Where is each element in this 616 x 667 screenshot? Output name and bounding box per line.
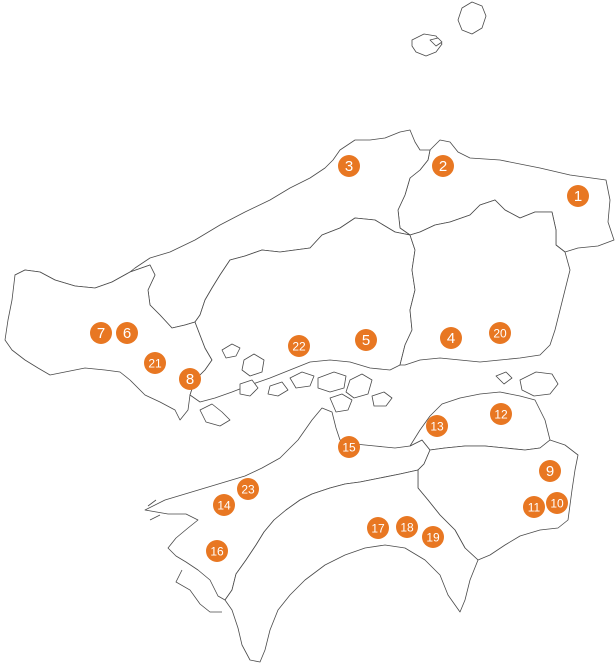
marker-label: 12 bbox=[494, 408, 508, 422]
map-marker-18[interactable]: 18 bbox=[396, 516, 418, 538]
map-marker-5[interactable]: 5 bbox=[355, 329, 377, 351]
marker-circle bbox=[213, 494, 235, 516]
island-11 bbox=[495, 371, 513, 385]
map-marker-14[interactable]: 14 bbox=[213, 494, 235, 516]
map-marker-15[interactable]: 15 bbox=[338, 436, 360, 458]
marker-circle bbox=[567, 185, 589, 207]
marker-label: 6 bbox=[123, 325, 131, 342]
marker-label: 7 bbox=[97, 325, 105, 342]
marker-circle bbox=[539, 460, 561, 482]
map-marker-23[interactable]: 23 bbox=[237, 478, 259, 500]
island-4 bbox=[199, 403, 231, 427]
marker-label: 17 bbox=[371, 522, 385, 536]
marker-circle bbox=[288, 335, 310, 357]
marker-label: 4 bbox=[447, 330, 455, 347]
marker-label: 14 bbox=[217, 499, 231, 513]
map-marker-20[interactable]: 20 bbox=[489, 322, 511, 344]
map-marker-16[interactable]: 16 bbox=[206, 540, 228, 562]
island-12 bbox=[267, 381, 289, 397]
island-1 bbox=[221, 343, 241, 359]
island-8 bbox=[329, 393, 353, 413]
marker-circle bbox=[422, 526, 444, 548]
marker-circle bbox=[546, 492, 568, 514]
marker-circle bbox=[116, 322, 138, 344]
marker-label: 23 bbox=[241, 483, 255, 497]
marker-label: 2 bbox=[439, 158, 447, 175]
island-2 bbox=[241, 353, 265, 377]
map-marker-3[interactable]: 3 bbox=[338, 155, 360, 177]
map-marker-7[interactable]: 7 bbox=[90, 322, 112, 344]
marker-label: 11 bbox=[528, 501, 541, 515]
marker-label: 16 bbox=[210, 545, 224, 559]
map-marker-11[interactable]: 11 bbox=[523, 496, 545, 518]
marker-label: 15 bbox=[342, 441, 356, 455]
marker-circle bbox=[396, 516, 418, 538]
marker-circle bbox=[489, 322, 511, 344]
map-marker-12[interactable]: 12 bbox=[490, 403, 512, 425]
map-marker-22[interactable]: 22 bbox=[288, 335, 310, 357]
marker-label: 3 bbox=[345, 158, 353, 175]
marker-label: 13 bbox=[430, 420, 444, 434]
marker-label: 18 bbox=[400, 521, 414, 535]
map-marker-13[interactable]: 13 bbox=[426, 415, 448, 437]
island-north-small-2 bbox=[429, 37, 443, 47]
marker-circle bbox=[237, 478, 259, 500]
marker-circle bbox=[432, 155, 454, 177]
marker-circle bbox=[355, 329, 377, 351]
marker-circle bbox=[440, 327, 462, 349]
map-marker-9[interactable]: 9 bbox=[539, 460, 561, 482]
map-marker-1[interactable]: 1 bbox=[567, 185, 589, 207]
marker-label: 9 bbox=[546, 463, 554, 480]
marker-circle bbox=[367, 517, 389, 539]
island-7 bbox=[345, 373, 373, 399]
marker-label: 21 bbox=[148, 357, 162, 371]
region-okayama bbox=[399, 199, 571, 366]
marker-circle bbox=[338, 155, 360, 177]
marker-circle bbox=[206, 540, 228, 562]
marker-circle bbox=[179, 368, 201, 390]
map-marker-2[interactable]: 2 bbox=[432, 155, 454, 177]
island-5 bbox=[289, 371, 315, 389]
marker-circle bbox=[426, 415, 448, 437]
island-3 bbox=[239, 379, 259, 397]
marker-label: 22 bbox=[292, 340, 306, 354]
island-north-large bbox=[457, 1, 487, 35]
region-kochi bbox=[224, 469, 479, 663]
marker-label: 20 bbox=[493, 327, 507, 341]
marker-label: 19 bbox=[426, 531, 440, 545]
island-9 bbox=[371, 391, 393, 407]
marker-label: 1 bbox=[574, 188, 582, 205]
marker-label: 8 bbox=[186, 371, 194, 388]
map-marker-19[interactable]: 19 bbox=[422, 526, 444, 548]
map-marker-6[interactable]: 6 bbox=[116, 322, 138, 344]
map-marker-21[interactable]: 21 bbox=[144, 352, 166, 374]
coastline-detail bbox=[147, 499, 222, 613]
marker-circle bbox=[523, 496, 545, 518]
island-6 bbox=[317, 371, 347, 393]
map-marker-8[interactable]: 8 bbox=[179, 368, 201, 390]
marker-circle bbox=[144, 352, 166, 374]
marker-circle bbox=[90, 322, 112, 344]
map-marker-10[interactable]: 10 bbox=[546, 492, 568, 514]
marker-label: 5 bbox=[362, 332, 370, 349]
map-marker-4[interactable]: 4 bbox=[440, 327, 462, 349]
island-shodoshima bbox=[519, 371, 559, 397]
map-marker-17[interactable]: 17 bbox=[367, 517, 389, 539]
marker-label: 10 bbox=[550, 497, 564, 511]
marker-circle bbox=[338, 436, 360, 458]
marker-circle bbox=[490, 403, 512, 425]
